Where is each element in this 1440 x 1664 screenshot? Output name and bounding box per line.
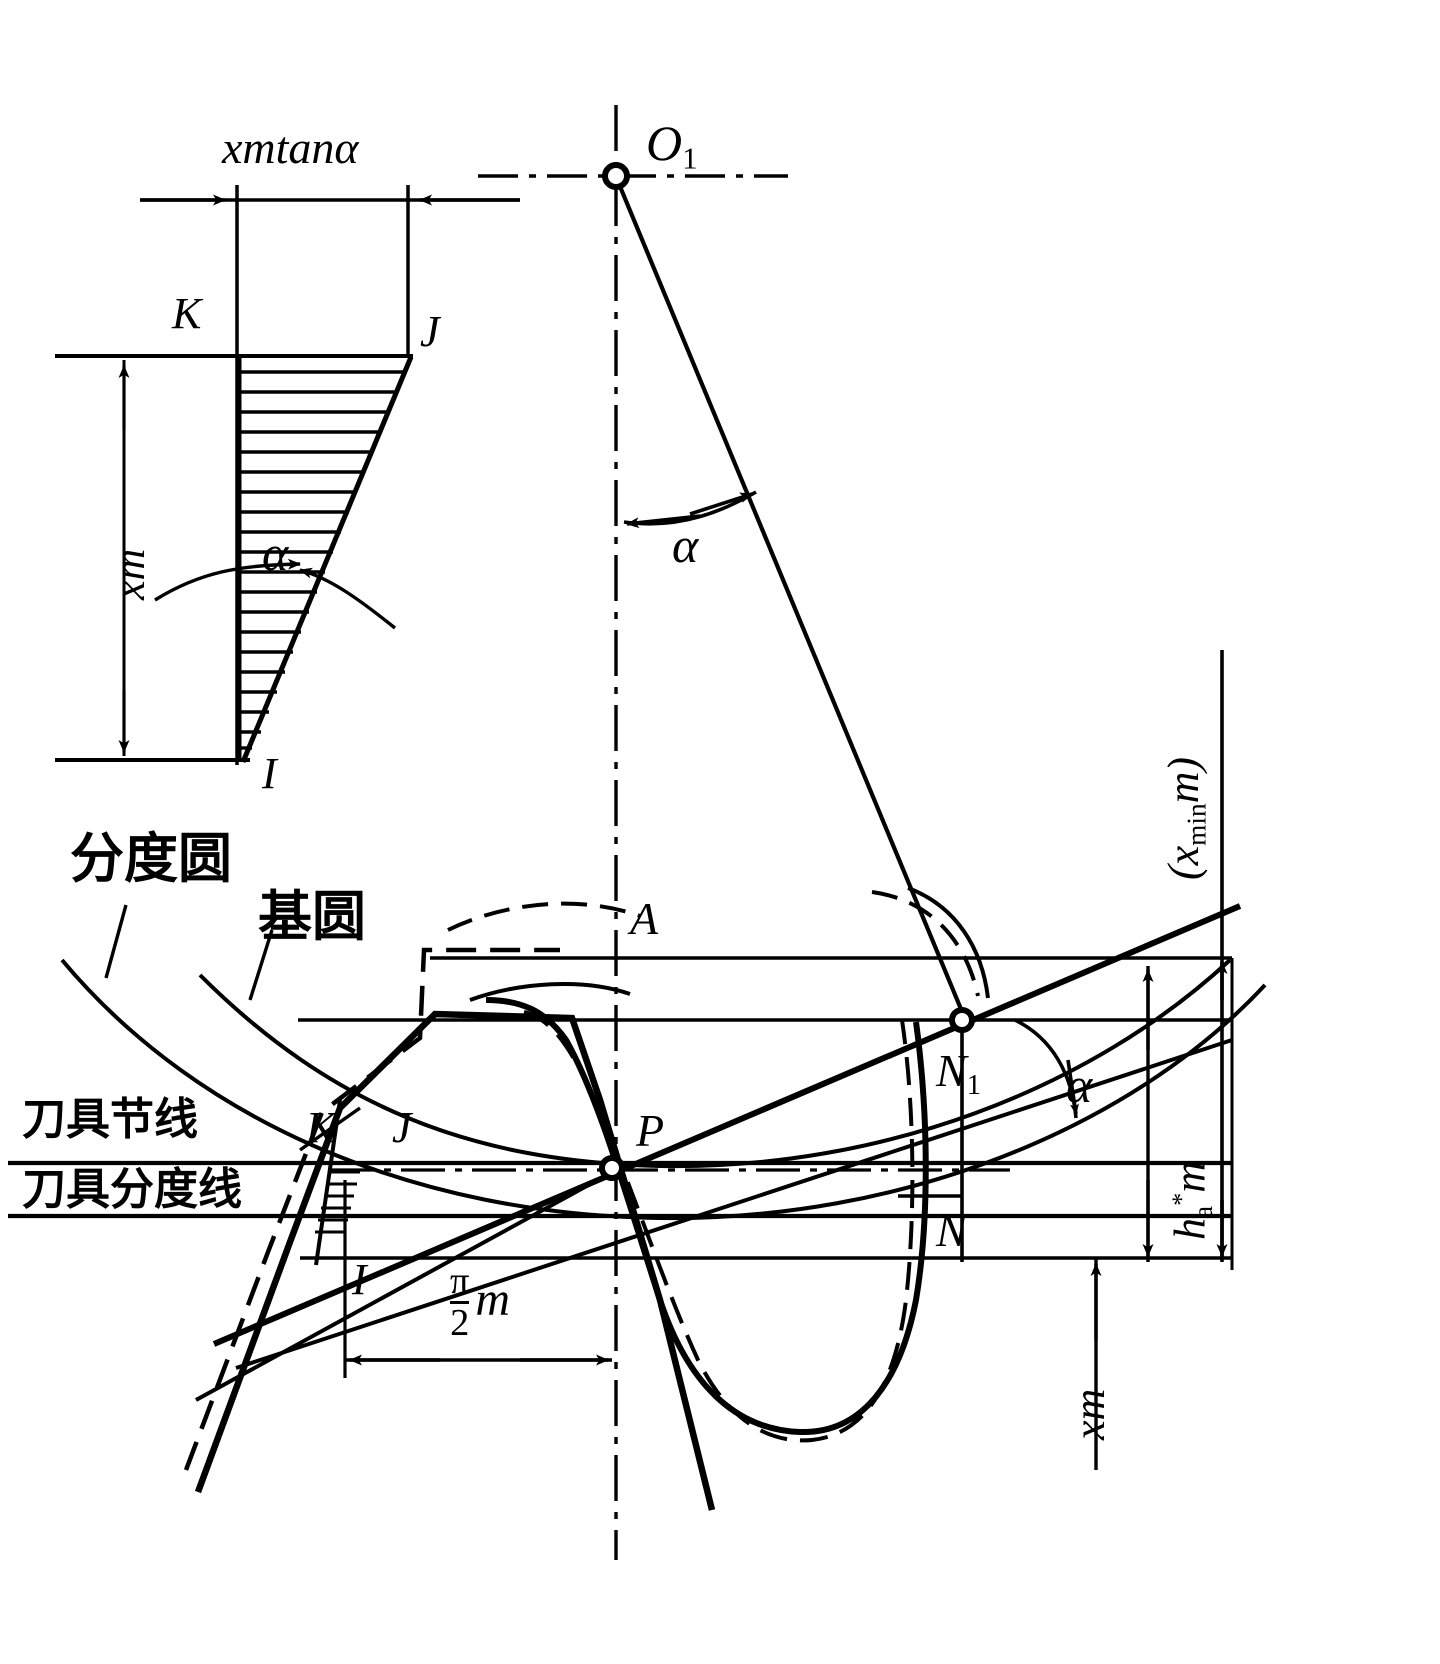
O1-node bbox=[602, 162, 630, 190]
lower-I-label: I bbox=[352, 1255, 367, 1304]
upper-alpha-leader-right bbox=[299, 567, 397, 630]
upper-K-label: K bbox=[172, 289, 202, 338]
xmin-m-label: (xminm) bbox=[1159, 756, 1212, 880]
base-circle-label: 基圆 bbox=[258, 885, 366, 948]
lower-J-label: J bbox=[392, 1103, 412, 1152]
half-pitch-fraction: π 2 bbox=[450, 1260, 470, 1345]
pitch-circle-leader bbox=[104, 904, 128, 979]
point-P-label: P bbox=[636, 1105, 665, 1156]
ha-star-m-label: ha*m bbox=[1165, 1160, 1219, 1240]
pitch-circle-label: 分度圆 bbox=[70, 827, 232, 890]
lower-left-inclined-line bbox=[195, 1168, 617, 1402]
line-of-action-through-P bbox=[212, 903, 1242, 1347]
base-circle-leader bbox=[248, 929, 274, 1001]
tool-reference-line-label: 刀具分度线 bbox=[22, 1164, 242, 1215]
cutter-hatch-boundary bbox=[314, 1099, 342, 1266]
lower-K-label: K bbox=[306, 1103, 336, 1152]
point-A-label: A bbox=[630, 893, 659, 944]
point-N-label: N bbox=[936, 1205, 967, 1256]
base-circle-arc bbox=[198, 958, 1232, 1169]
generating-arc-solid bbox=[907, 886, 990, 999]
upper-alpha-label: α bbox=[262, 525, 289, 581]
rack-cutter-tooth-dashed bbox=[183, 947, 560, 1471]
tool-pitch-line-label: 刀具节线 bbox=[22, 1094, 198, 1145]
right-alpha-arrow bbox=[1066, 1059, 1079, 1115]
upper-dimension-label: xmtanα bbox=[222, 122, 359, 173]
generating-arc-dashed bbox=[871, 890, 980, 997]
tip-arc-dashed-left bbox=[447, 901, 641, 932]
O1-alpha-arrow-right bbox=[689, 492, 753, 516]
gear-tooth-profile-dashed bbox=[523, 1010, 915, 1443]
upper-I-label: I bbox=[262, 749, 277, 798]
point-N1-label: N1 bbox=[936, 1045, 981, 1101]
O1-label: O1 bbox=[646, 115, 698, 176]
KJ-leader-tick bbox=[299, 1106, 361, 1152]
secondary-inclined-line bbox=[235, 1038, 1233, 1370]
gear-tooth-profile-solid bbox=[485, 997, 929, 1436]
line-O1-N1 bbox=[617, 183, 970, 1027]
center-alpha-label: α bbox=[672, 517, 699, 573]
tip-arc-solid-left bbox=[469, 982, 631, 1002]
half-pitch-label: π 2 m bbox=[450, 1260, 511, 1345]
O1-alpha-arrow-left bbox=[626, 514, 701, 529]
right-alpha-label: α bbox=[1066, 1057, 1093, 1113]
upper-alpha-leader-left bbox=[154, 558, 301, 602]
upper-xm-label: xm bbox=[105, 548, 154, 600]
P-node bbox=[599, 1155, 625, 1181]
lower-xm-label: xm bbox=[1065, 1388, 1114, 1440]
N1-node bbox=[949, 1007, 975, 1033]
upper-J-label: J bbox=[420, 307, 440, 356]
upper-wedge-flank bbox=[240, 356, 414, 763]
